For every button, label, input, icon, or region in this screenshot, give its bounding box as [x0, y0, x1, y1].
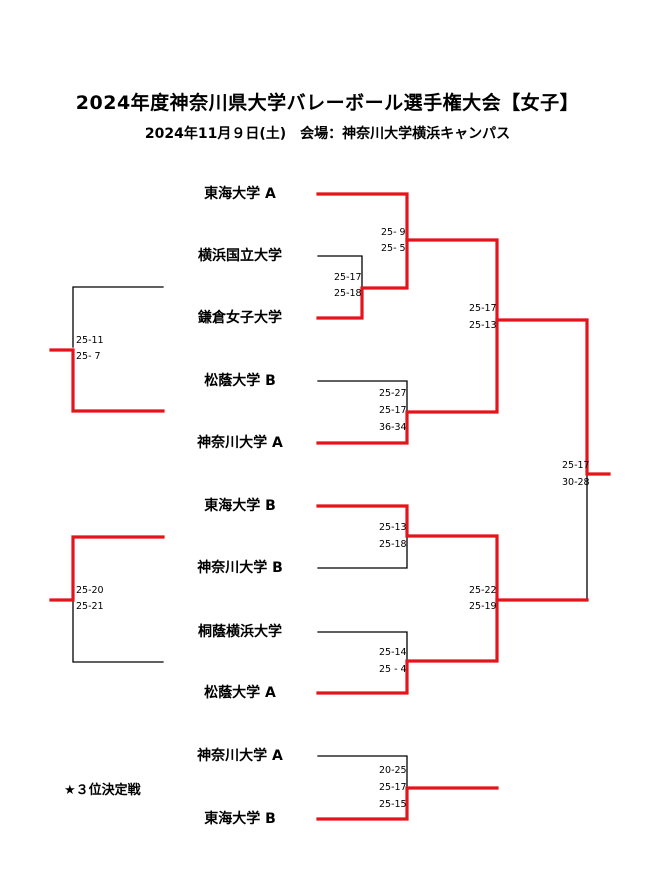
- score-lefttop-set1: 25-11: [76, 335, 104, 346]
- page-subtitle: 2024年11月９日(土) 会場：神奈川大学横浜キャンパス: [144, 126, 511, 142]
- winner-line-team5: [316, 318, 499, 445]
- score-final-set1: 25-17: [562, 460, 590, 471]
- page-title: 2024年度神奈川県大学バレーボール選手権大会【女子】: [75, 92, 580, 114]
- team-5: 神奈川大学 A: [197, 435, 283, 451]
- bracket-line-team4: [317, 380, 408, 413]
- team-7: 神奈川大学 B: [197, 560, 283, 576]
- winner-line-team3: [316, 238, 409, 320]
- winner-line-left-top: [49, 348, 165, 413]
- score-third-set2: 25-17: [379, 782, 407, 793]
- bracket-line-team7: [317, 535, 408, 569]
- score-leftbottom-set2: 25-21: [76, 601, 104, 612]
- winner-line-team9: [316, 598, 589, 695]
- team-8: 桐蔭横浜大学: [198, 624, 282, 640]
- team-1: 東海大学 A: [204, 186, 276, 202]
- score-semibottom-set1: 25-22: [469, 585, 497, 596]
- score-m1-set1: 25- 9: [381, 227, 406, 238]
- score-m45-set1: 25-27: [379, 388, 407, 399]
- score-m23-set1: 25-17: [334, 272, 362, 283]
- score-final-set2: 30-28: [562, 477, 590, 488]
- team-9: 松蔭大学 A: [204, 685, 276, 701]
- score-lefttop-set2: 25- 7: [76, 351, 101, 362]
- score-m1-set2: 25- 5: [381, 243, 406, 254]
- score-m67-set1: 25-13: [379, 522, 407, 533]
- score-semibottom-set2: 25-19: [469, 601, 497, 612]
- team-3: 鎌倉女子大学: [198, 310, 282, 326]
- winner-line-third-place: [316, 786, 499, 821]
- score-semitop-set2: 25-13: [469, 320, 497, 331]
- team-11: 東海大学 B: [204, 811, 276, 827]
- score-semitop-set1: 25-17: [469, 303, 497, 314]
- score-m23-set2: 25-18: [334, 288, 362, 299]
- team-2: 横浜国立大学: [198, 248, 282, 264]
- score-third-set3: 25-15: [379, 799, 407, 810]
- bracket-line-left-bottom: [72, 599, 164, 663]
- score-leftbottom-set1: 25-20: [76, 585, 104, 596]
- winner-line-team6: [316, 504, 499, 602]
- team-4: 松蔭大学 B: [204, 373, 276, 389]
- score-m45-set3: 36-34: [379, 422, 407, 433]
- bracket-line-team2: [317, 255, 363, 289]
- bracket-line-team8: [317, 631, 408, 662]
- team-6: 東海大学 B: [204, 498, 276, 514]
- score-m45-set2: 25-17: [379, 405, 407, 416]
- third-place-label: ★３位決定戦: [64, 783, 141, 798]
- winner-line-left-bottom: [49, 535, 165, 602]
- team-10: 神奈川大学 A: [197, 748, 283, 764]
- score-third-set1: 20-25: [379, 765, 407, 776]
- score-m67-set2: 25-18: [379, 539, 407, 550]
- score-m89-set1: 25-14: [379, 647, 407, 658]
- bracket-line-team10: [317, 755, 408, 789]
- bracket-line-left-top: [72, 286, 164, 348]
- winner-line-team1: [316, 192, 611, 476]
- score-m89-set2: 25 - 4: [379, 664, 407, 675]
